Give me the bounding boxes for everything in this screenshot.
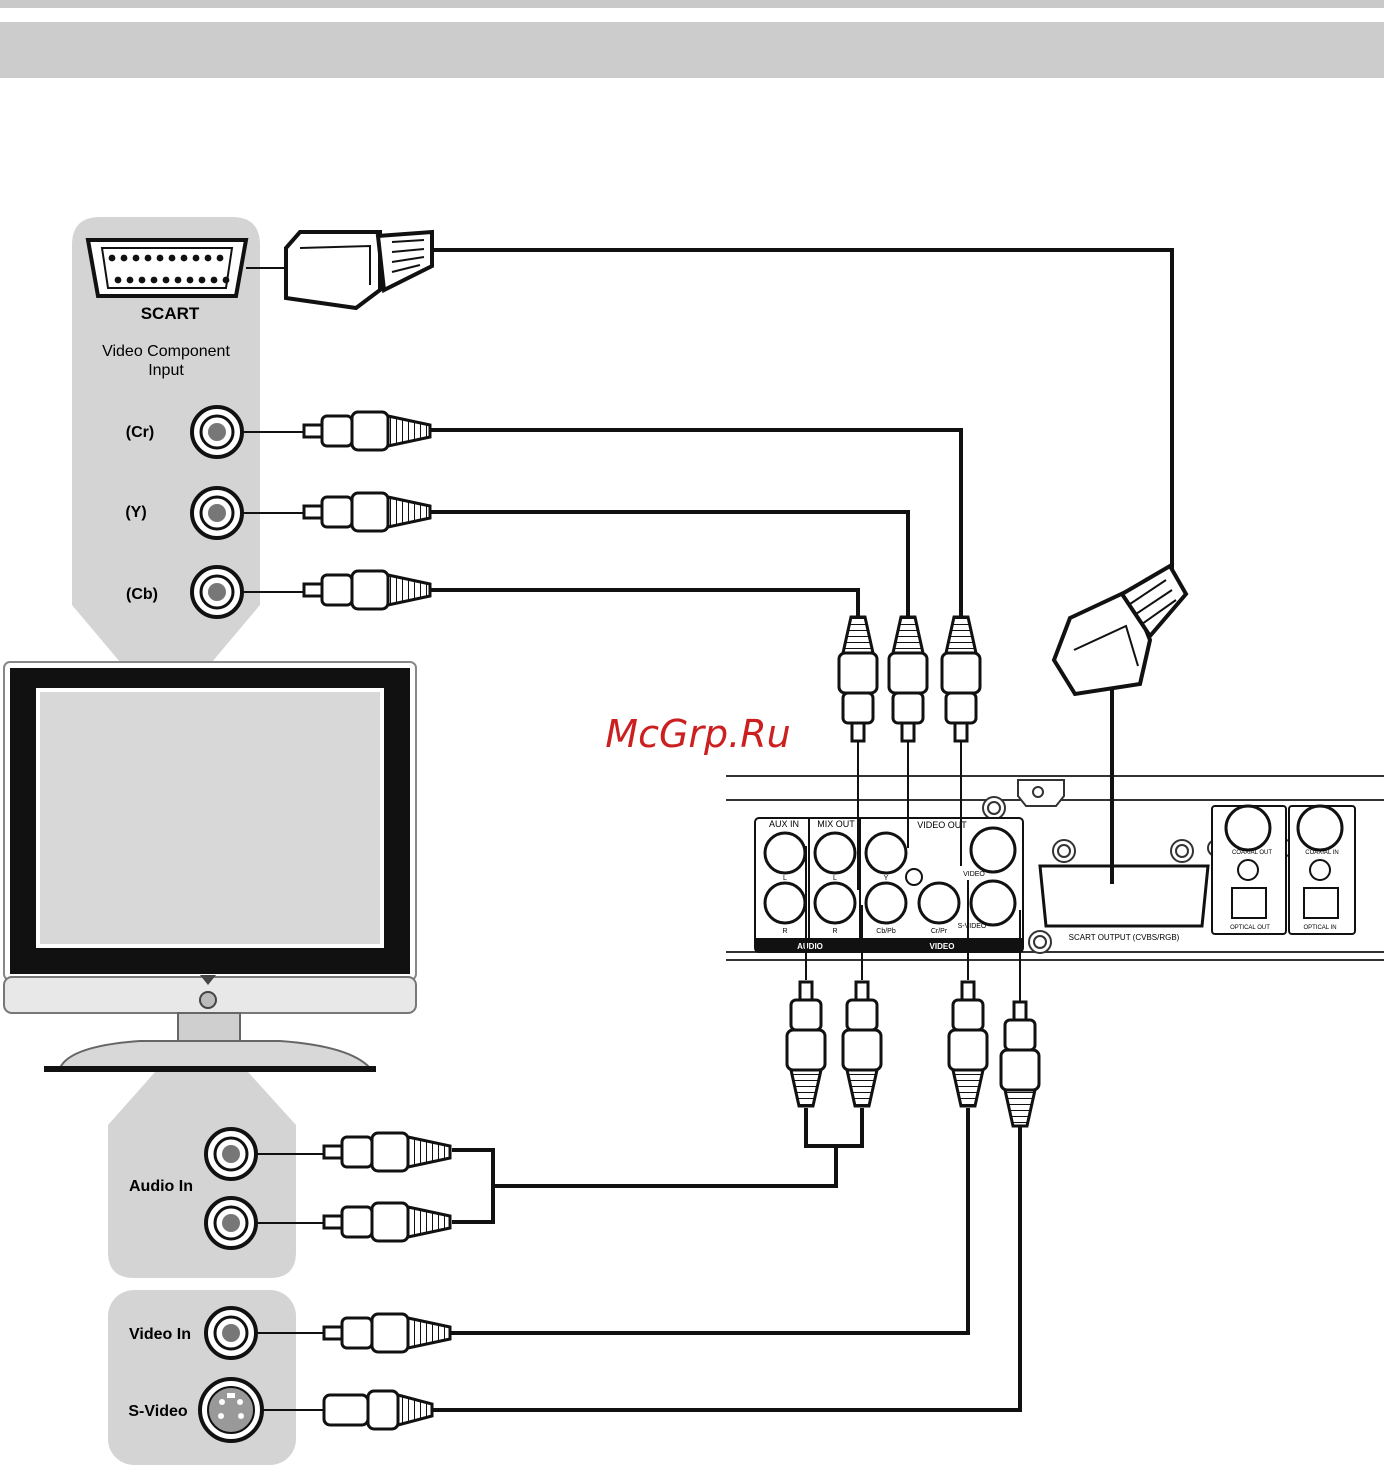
plug-audio-r-player [843,982,881,1106]
cable-video [450,1108,968,1333]
tv-audio-in-l-jack [206,1129,256,1179]
cable-svideo [432,1108,1020,1410]
plug-y-player [889,617,927,741]
plug-audio-l-tv [324,1133,450,1171]
cable-y [430,512,908,618]
player-rear-panel [726,776,1384,960]
player-video-group-label: VIDEO [930,942,955,951]
scart-plug-top [286,232,432,308]
cable-scart [430,250,1172,578]
plug-video-tv [324,1314,450,1352]
player-mix-r-label: R [832,928,837,935]
plug-cr-player [942,617,980,741]
tv-cb-jack [192,567,242,617]
plug-video-player [949,982,987,1106]
tv-video-in-jack [206,1308,256,1358]
watermark-text: McGrp.Ru [605,712,790,756]
player-y-label: Y [884,875,889,882]
television [4,662,416,1072]
tv-power-button-icon [200,992,216,1008]
player-optical-in-label: OPTICAL IN [1303,925,1336,931]
cable-cb [430,590,858,618]
player-coaxial-in-label: COAXIAL IN [1305,850,1338,856]
tv-y-label: (Y) [125,504,146,521]
player-crpr-label: Cr/Pr [931,928,948,935]
cable-audio-split [806,1108,862,1146]
tv-video-in-label: Video In [129,1326,191,1343]
tv-scart-port [88,240,246,296]
plug-svideo-tv [324,1391,432,1429]
tv-audio-in-label: Audio In [129,1178,193,1195]
player-scart-output-label: SCART OUTPUT (CVBS/RGB) [1069,933,1180,942]
header-band [0,22,1384,78]
scart-plug-player [1054,566,1186,694]
tv-audio-in-r-jack [206,1198,256,1248]
plug-y-tv [304,493,430,531]
player-aux-in-label: AUX IN [769,819,799,829]
player-video-out-label: VIDEO OUT [917,820,967,830]
tv-cb-label: (Cb) [126,586,158,603]
plug-audio-r-tv [324,1203,450,1241]
player-aux-l-label: L [783,875,787,882]
player-audio-group-label: AUDIO [797,942,823,951]
tv-component-label-line1: Video Component [102,343,230,360]
player-mix-out-label: MIX OUT [817,819,855,829]
player-aux-r-label: R [782,928,787,935]
tv-svideo-label: S-Video [128,1403,188,1420]
tv-scart-label: SCART [141,304,200,323]
plug-cb-player [839,617,877,741]
tv-component-label-line2: Input [148,362,184,379]
player-svideo-label: S-VIDEO [958,923,987,930]
tv-cr-jack [192,407,242,457]
cable-audio [452,1150,493,1222]
top-rule [0,0,1384,8]
player-video-label: VIDEO [963,871,985,878]
tv-input-panel-audio [108,1072,296,1278]
player-cbpb-label: Cb/Pb [876,928,896,935]
player-coaxial-out-label: COAXIAL OUT [1232,850,1272,856]
plug-cb-tv [304,571,430,609]
plug-svideo-player [1001,1002,1039,1126]
tv-svideo-jack [200,1379,262,1441]
plug-audio-l-player [787,982,825,1106]
cable-audio-trunk [493,1146,836,1186]
tv-y-jack [192,488,242,538]
plug-cr-tv [304,412,430,450]
player-optical-out-label: OPTICAL OUT [1230,925,1270,931]
player-mix-l-label: L [833,875,837,882]
tv-cr-label: (Cr) [126,424,154,441]
tv-input-panel-video [108,1290,296,1465]
